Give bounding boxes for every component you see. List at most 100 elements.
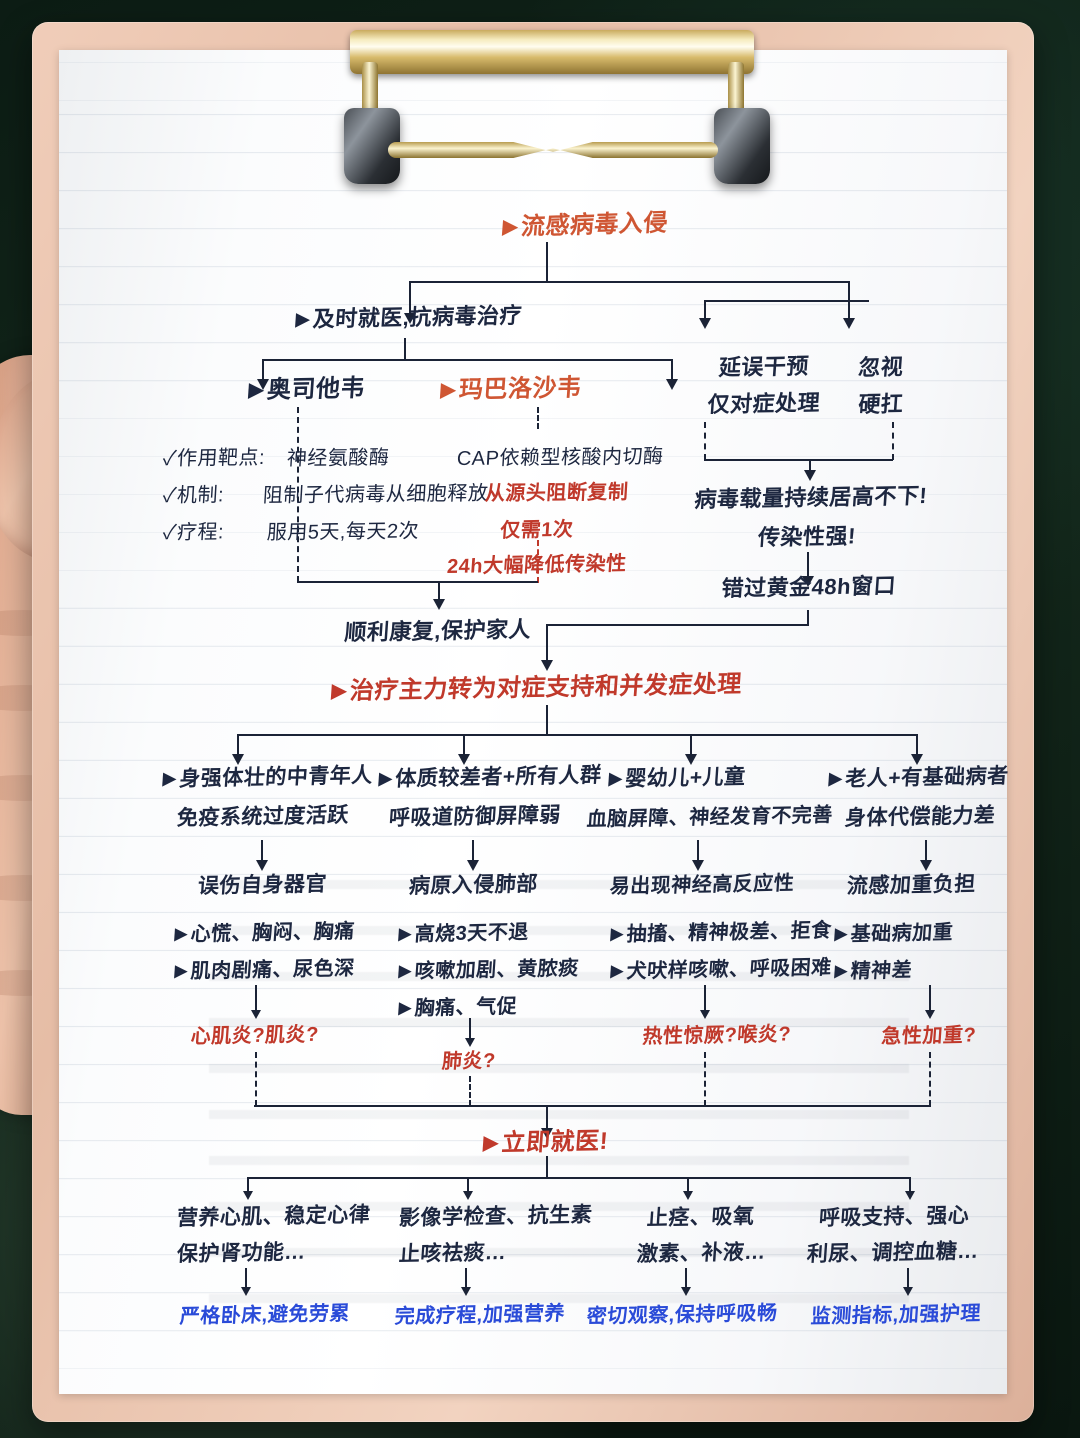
arrow-bullet-icon: ▶ bbox=[378, 768, 394, 789]
arrow-bullet-icon: ▶ bbox=[828, 768, 844, 789]
arrow-bullet-icon: ▶ bbox=[610, 925, 625, 944]
connector-g4-dashed bbox=[929, 1052, 931, 1106]
group-2-suspicion: 肺炎? bbox=[441, 1050, 497, 1074]
arrowhead-advice-2 bbox=[461, 1287, 471, 1296]
clipboard-clip-bar[interactable] bbox=[350, 30, 754, 74]
connector-g1-dashed bbox=[255, 1052, 257, 1106]
node-viral-load-line2: 传染性强! bbox=[757, 523, 857, 551]
connector-drug-stem bbox=[404, 338, 406, 360]
node-seek-care-now: ▶立即就医! bbox=[482, 1127, 610, 1157]
arrow-bullet-icon: ▶ bbox=[482, 1132, 500, 1155]
arrow-bullet-icon: ▶ bbox=[174, 925, 189, 944]
connector-root-split bbox=[409, 281, 849, 283]
connector-drug-2 bbox=[671, 359, 673, 381]
baloxavir-extra-note: 24h大幅降低传染性 bbox=[446, 552, 628, 579]
group-3-population: ▶婴幼儿+儿童 bbox=[608, 765, 747, 791]
group-1-effect: 误伤自身器官 bbox=[197, 872, 328, 899]
arrowhead-good-outcome bbox=[433, 599, 445, 610]
compare-row-0-left: 神经氨酸酶 bbox=[286, 446, 390, 471]
treatment-1-line2: 保护肾功能… bbox=[176, 1240, 307, 1267]
group-1-symptom-0: ▶心慌、胸闷、胸痛 bbox=[174, 920, 356, 946]
arrowhead-to-good bbox=[404, 313, 416, 324]
group-1-mechanism: 免疫系统过度活跃 bbox=[176, 803, 350, 831]
connector-bad-converge bbox=[704, 459, 893, 461]
treatment-4-line2: 利尿、调控血糖… bbox=[806, 1239, 980, 1267]
arrowhead-g3-suspicion bbox=[700, 1010, 710, 1019]
compare-row-2-left: 服用5天,每天2次 bbox=[266, 520, 420, 545]
group-1-population: ▶身强体壮的中青年人 bbox=[162, 763, 374, 791]
connector-urgent-converge bbox=[254, 1105, 931, 1107]
connector-g3-suspicion bbox=[704, 985, 706, 1013]
arrow-bullet-icon: ▶ bbox=[440, 379, 457, 402]
arrowhead-t1 bbox=[243, 1191, 253, 1200]
arrowhead-g1-suspicion bbox=[251, 1010, 261, 1019]
clip-lower-wire bbox=[388, 142, 718, 158]
arrowhead-group-4 bbox=[911, 754, 923, 765]
arrowhead-g1-effect bbox=[256, 860, 268, 871]
compare-row-0-right: CAP依赖型核酸内切酶 bbox=[456, 445, 665, 471]
node-viral-load-line1: 病毒载量持续居高不下! bbox=[693, 482, 929, 513]
treatment-2-line2: 止咳祛痰… bbox=[398, 1240, 508, 1267]
group-3-mechanism: 血脑屏障、神经发育不完善 bbox=[586, 804, 834, 832]
advice-3: 密切观察,保持呼吸畅 bbox=[586, 1302, 779, 1329]
connector-g3-dashed bbox=[704, 1052, 706, 1106]
connector-good-converge bbox=[297, 581, 538, 583]
connector-g4-effect bbox=[925, 840, 927, 862]
arrow-bullet-icon: ▶ bbox=[501, 216, 519, 239]
connector-group-2 bbox=[463, 734, 465, 756]
connector-delay-dashed bbox=[704, 422, 706, 460]
node-mid-strategy: ▶治疗主力转为对症支持和并发症处理 bbox=[330, 670, 743, 705]
arrow-bullet-icon: ▶ bbox=[834, 925, 849, 944]
arrow-bullet-icon: ▶ bbox=[398, 962, 413, 981]
treatment-4-line1: 呼吸支持、强心 bbox=[818, 1204, 971, 1231]
connector-bad-1 bbox=[704, 300, 706, 320]
arrow-bullet-icon: ▶ bbox=[610, 962, 625, 981]
group-4-mechanism: 身体代偿能力差 bbox=[844, 804, 997, 831]
arrowhead-g2-suspicion bbox=[465, 1038, 475, 1047]
connector-baloxavir-dashed-a bbox=[537, 407, 539, 429]
arrowhead-g4-suspicion bbox=[925, 1010, 935, 1019]
connector-g2-dashed bbox=[469, 1076, 471, 1106]
connector-to-bad bbox=[848, 281, 850, 301]
arrow-bullet-icon: ▶ bbox=[330, 680, 348, 703]
connector-group-1 bbox=[237, 734, 239, 756]
connector-mid-stem bbox=[546, 624, 548, 664]
arrowhead-group-3 bbox=[685, 754, 697, 765]
arrowhead-advice-1 bbox=[241, 1287, 251, 1296]
arrow-bullet-icon: ▶ bbox=[834, 962, 849, 981]
connector-g2-suspicion bbox=[469, 1018, 471, 1042]
group-3-effect: 易出现神经高反应性 bbox=[609, 872, 796, 899]
arrowhead-bad-result bbox=[802, 576, 814, 587]
compare-row-1-right: 从源头阻断复制 bbox=[484, 481, 629, 506]
node-drug-baloxavir: ▶玛巴洛沙韦 bbox=[440, 374, 583, 404]
advice-4: 监测指标,加强护理 bbox=[810, 1302, 982, 1329]
arrowhead-bad-2 bbox=[843, 318, 855, 329]
treatment-3-line1: 止痉、吸氧 bbox=[646, 1204, 756, 1231]
connector-root-stem bbox=[546, 242, 548, 282]
connector-bad-consequence-stem bbox=[809, 459, 811, 473]
advice-2: 完成疗程,加强营养 bbox=[394, 1302, 566, 1329]
group-3-symptom-0: ▶抽搐、精神极差、拒食 bbox=[610, 919, 833, 946]
arrowhead-drug-2 bbox=[666, 379, 678, 390]
arrowhead-advice-4 bbox=[903, 1287, 913, 1296]
arrowhead-g2-effect bbox=[467, 860, 479, 871]
compare-row-1-key: ✓机制: bbox=[162, 484, 225, 508]
node-drug-oseltamivir: ▶奥司他韦 bbox=[248, 374, 366, 404]
arrowhead-bad-consequence bbox=[804, 470, 816, 481]
connector-group-split bbox=[237, 734, 917, 736]
arrowhead-mid bbox=[541, 660, 553, 671]
connector-group-3 bbox=[690, 734, 692, 756]
arrowhead-urgent bbox=[541, 1128, 553, 1139]
group-4-suspicion: 急性加重? bbox=[880, 1024, 977, 1049]
connector-good-outcome-stem bbox=[438, 581, 440, 601]
connector-advice-3 bbox=[685, 1268, 687, 1290]
node-timely-treatment: ▶及时就医,抗病毒治疗 bbox=[295, 302, 523, 332]
connector-baloxavir-dashed-b bbox=[537, 540, 539, 583]
group-3-suspicion: 热性惊厥?喉炎? bbox=[641, 1023, 792, 1049]
connector-advice-1 bbox=[245, 1268, 247, 1290]
node-delay-line1: 延误干预 bbox=[718, 353, 810, 381]
compare-row-1-left: 阻制子代病毒从细胞释放 bbox=[262, 482, 489, 508]
arrowhead-t4 bbox=[905, 1191, 915, 1200]
connector-mid-down bbox=[546, 705, 548, 735]
